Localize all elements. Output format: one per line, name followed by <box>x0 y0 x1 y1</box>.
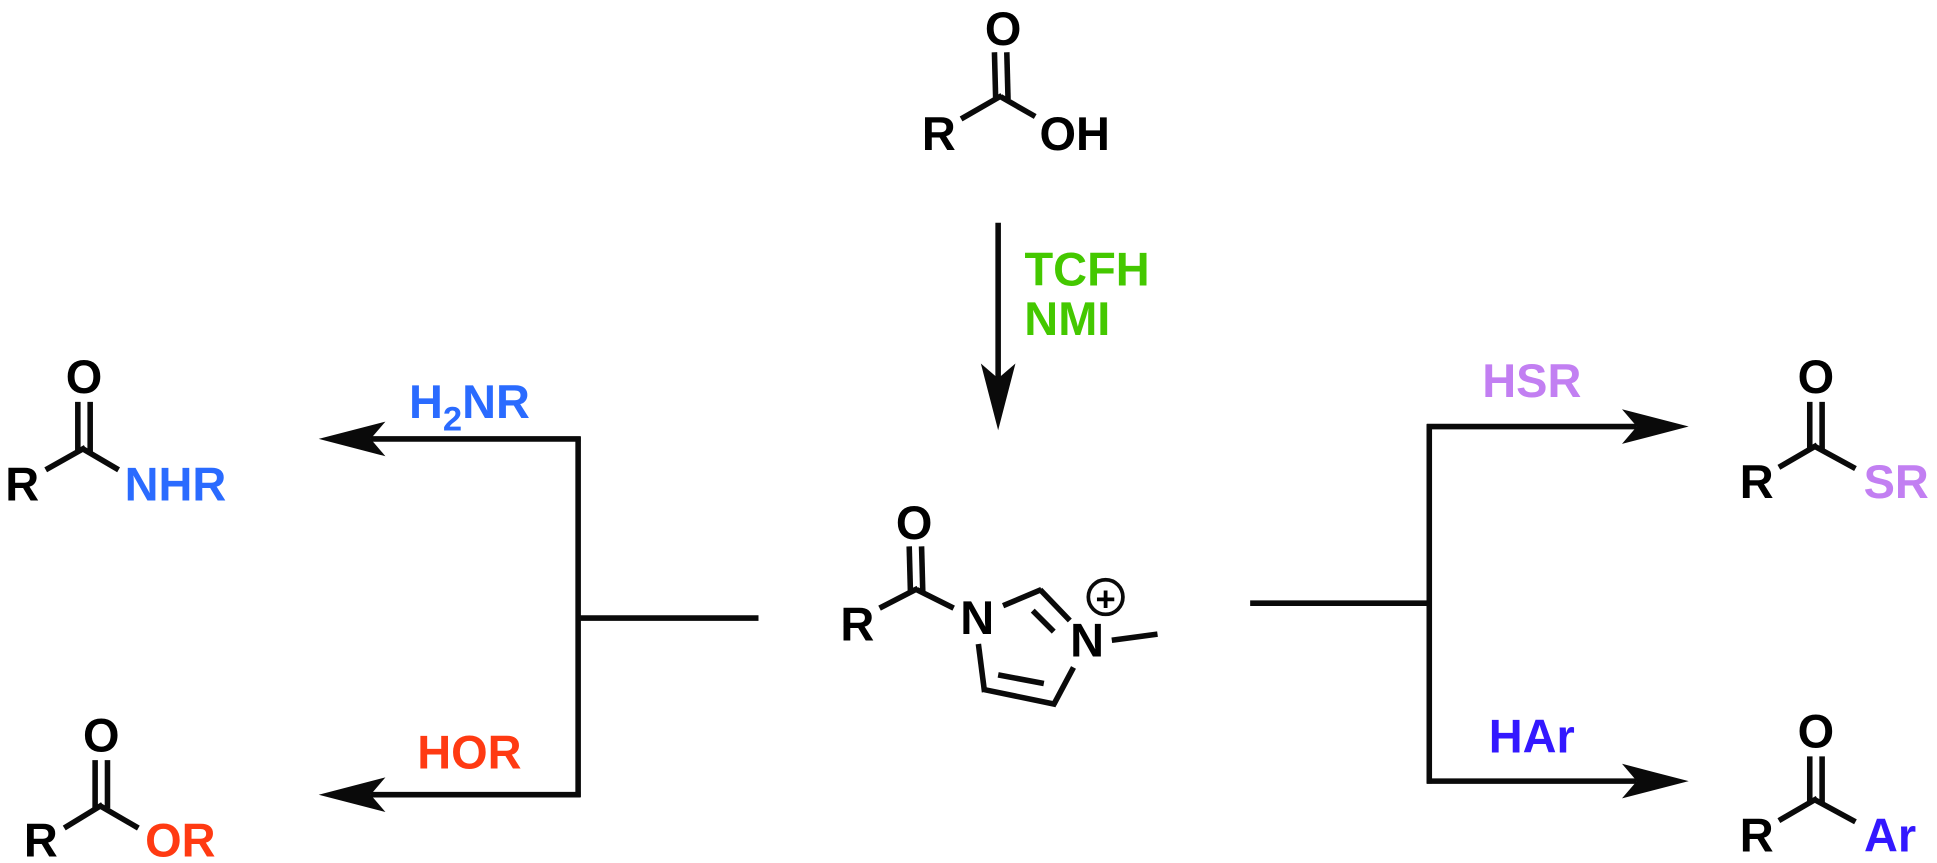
atom-r: R <box>1740 810 1774 862</box>
right-branch-arrows <box>1250 409 1689 799</box>
atom-n3: N <box>1070 614 1104 666</box>
group-ar: Ar <box>1864 810 1916 862</box>
group-oh: OH <box>1040 108 1110 160</box>
atom-r: R <box>922 108 956 160</box>
atom-o: O <box>1798 351 1835 403</box>
ester-product: O R OR <box>24 709 216 863</box>
reagent-arene: HAr <box>1489 711 1575 763</box>
amide-product: O R NHR <box>5 351 226 510</box>
atom-r: R <box>24 814 58 863</box>
positive-charge-icon <box>1086 577 1125 617</box>
atom-o: O <box>83 709 120 761</box>
acyl-imidazolium: O R N N + <box>840 497 1158 708</box>
group-or: OR <box>145 814 215 863</box>
atom-r: R <box>5 459 39 511</box>
group-nhr: NHR <box>125 459 227 511</box>
atom-r: R <box>1740 456 1774 508</box>
atom-o: O <box>1798 706 1835 758</box>
thioester-product: O R SR <box>1740 351 1929 508</box>
charge-sign: + <box>1096 581 1116 619</box>
ketone-product: O R Ar <box>1740 706 1916 862</box>
carboxylic-acid: O R OH <box>922 3 1110 160</box>
atom-r: R <box>840 598 874 650</box>
group-sr: SR <box>1864 456 1929 508</box>
reagent-tcfh: TCFH <box>1025 244 1150 296</box>
reagent-alcohol: HOR <box>417 727 521 779</box>
atom-o: O <box>66 351 103 403</box>
reagent-amine: H2NR <box>409 376 530 438</box>
reagent-nmi: NMI <box>1024 293 1110 345</box>
atom-o: O <box>985 3 1022 55</box>
reagent-thiol: HSR <box>1482 355 1581 407</box>
left-branch-arrows <box>318 421 759 812</box>
atom-o: O <box>896 497 933 549</box>
activation-arrow <box>980 222 1016 431</box>
atom-n1: N <box>960 592 994 644</box>
